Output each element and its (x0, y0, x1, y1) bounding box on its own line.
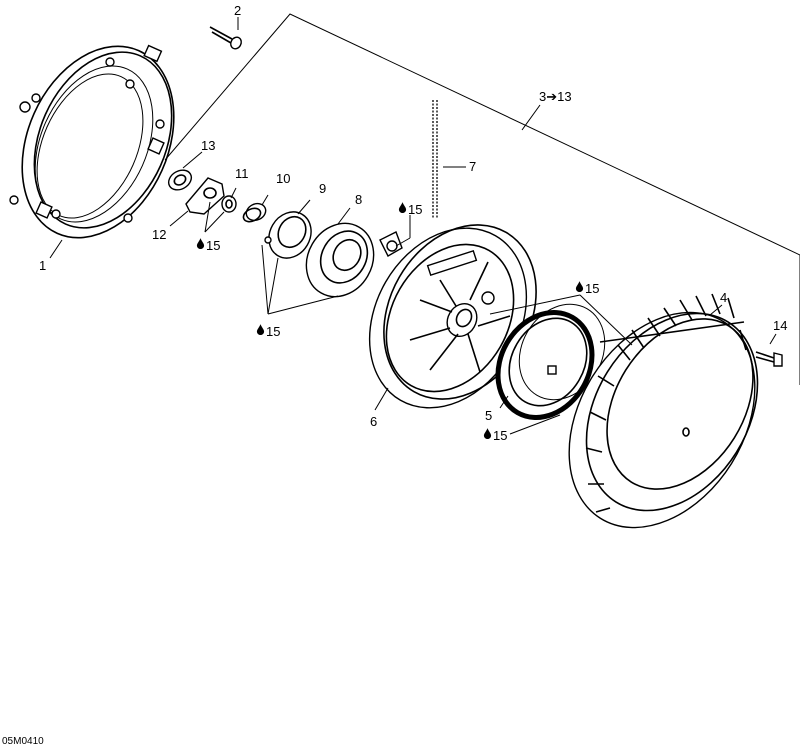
callout-4: 4 (720, 290, 727, 305)
callout-9: 9 (319, 181, 326, 196)
seal (167, 169, 193, 191)
callout-5: 5 (485, 408, 492, 423)
ratchet-cam (305, 222, 403, 298)
callout-13: 13 (201, 138, 215, 153)
drawing-code: 05M0410 (2, 736, 44, 747)
oil-drop-icon (256, 324, 265, 335)
lube-callout-near-6: 15 (575, 281, 599, 296)
lube-callout-near-8: 15 (398, 202, 422, 217)
kit-bracket-lines (164, 13, 800, 385)
plate (185, 177, 225, 215)
pawl (264, 211, 312, 259)
callout-12: 12 (152, 227, 166, 242)
oil-drop-icon (196, 238, 205, 249)
bushing (242, 202, 267, 223)
svg-text:15: 15 (206, 238, 220, 253)
callout-3-13: 3➔13 (539, 89, 572, 104)
callout-2: 2 (234, 3, 241, 18)
callout-14: 14 (773, 318, 787, 333)
lube-callout-near-5: 15 (483, 428, 507, 443)
callout-6: 6 (370, 414, 377, 429)
starter-housing (9, 44, 175, 239)
washer (221, 195, 237, 213)
leader-lines (49, 17, 777, 435)
bolt-top (209, 26, 242, 50)
oil-drop-icon (398, 202, 407, 213)
svg-text:15: 15 (585, 281, 599, 296)
lube-callout-near-9: 15 (256, 324, 280, 339)
oil-drop-icon (483, 428, 492, 439)
starter-rope (432, 100, 438, 218)
bolt-cover (755, 351, 783, 367)
recoil-spring (495, 303, 606, 420)
svg-text:15: 15 (493, 428, 507, 443)
callout-8: 8 (355, 192, 362, 207)
oil-drop-icon (575, 281, 584, 292)
svg-text:15: 15 (408, 202, 422, 217)
callout-1: 1 (39, 258, 46, 273)
callout-10: 10 (276, 171, 290, 186)
callout-7: 7 (469, 159, 476, 174)
starter-cover (568, 293, 759, 529)
callout-11: 11 (235, 166, 249, 181)
svg-text:15: 15 (266, 324, 280, 339)
lube-callout-near-11: 15 (196, 238, 220, 253)
